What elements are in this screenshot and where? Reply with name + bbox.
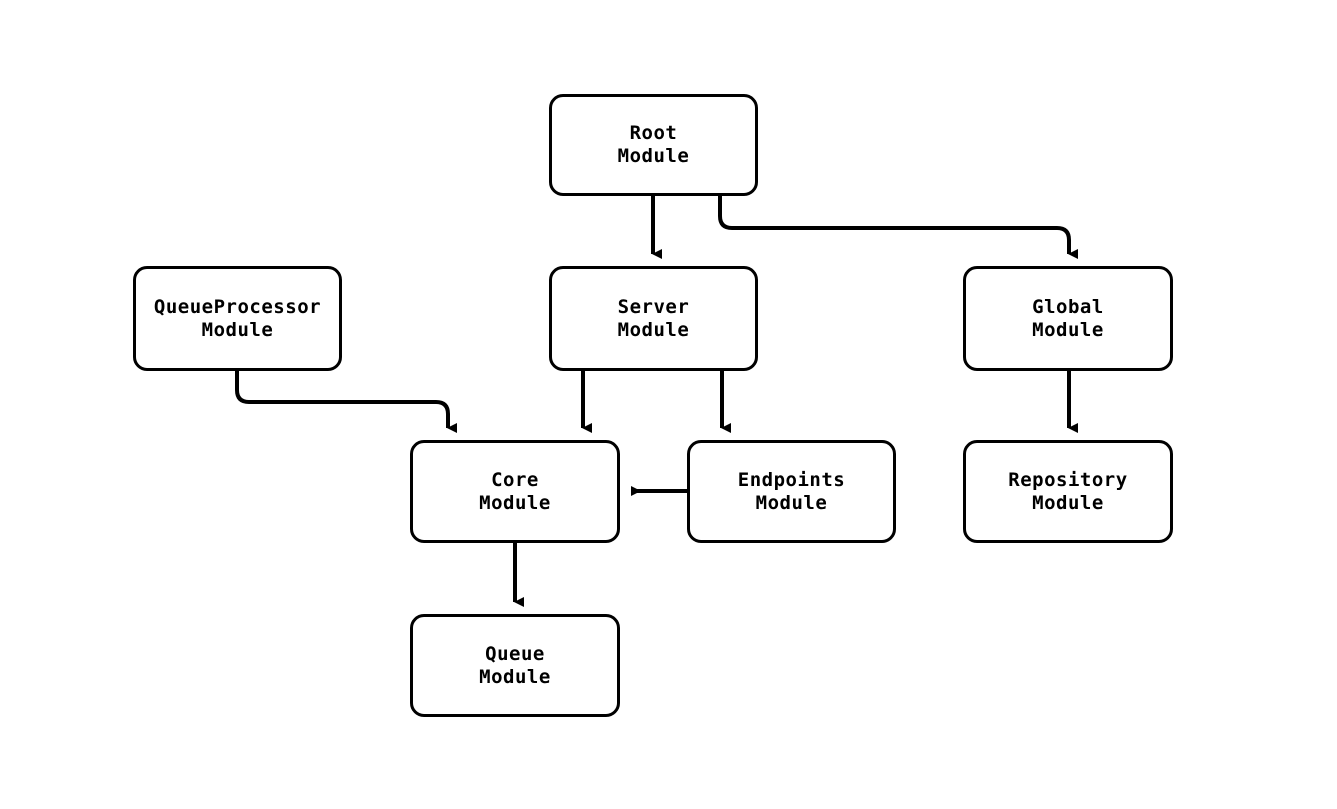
node-global-module[interactable]: Global Module bbox=[963, 266, 1173, 371]
node-core-module-suffix: Module bbox=[479, 491, 551, 514]
node-repository-module-suffix: Module bbox=[1032, 491, 1104, 514]
node-queueprocessor-module[interactable]: QueueProcessor Module bbox=[133, 266, 342, 371]
node-global-module-suffix: Module bbox=[1032, 318, 1104, 341]
edge-queueprocessor-to-core bbox=[235, 371, 457, 433]
node-queueprocessor-module-suffix: Module bbox=[201, 318, 274, 341]
node-queue-module-name: Queue bbox=[485, 642, 545, 665]
node-endpoints-module[interactable]: Endpoints Module bbox=[687, 440, 896, 543]
node-server-module-suffix: Module bbox=[617, 318, 690, 341]
node-global-module-name: Global bbox=[1032, 295, 1104, 318]
node-queue-module-suffix: Module bbox=[479, 665, 551, 688]
node-repository-module-name: Repository bbox=[1008, 468, 1128, 491]
node-core-module-name: Core bbox=[491, 468, 539, 491]
node-root-module-suffix: Module bbox=[617, 145, 690, 167]
node-queueprocessor-module-name: QueueProcessor bbox=[153, 295, 322, 318]
node-root-module-name: Root bbox=[629, 122, 678, 144]
node-repository-module[interactable]: Repository Module bbox=[963, 440, 1173, 543]
node-root-module[interactable]: Root Module bbox=[549, 94, 758, 196]
node-server-module-name: Server bbox=[617, 295, 690, 318]
edge-root-to-global bbox=[718, 196, 1078, 259]
node-endpoints-module-suffix: Module bbox=[755, 491, 828, 514]
node-server-module[interactable]: Server Module bbox=[549, 266, 758, 371]
node-core-module[interactable]: Core Module bbox=[410, 440, 620, 543]
node-queue-module[interactable]: Queue Module bbox=[410, 614, 620, 717]
node-endpoints-module-name: Endpoints bbox=[737, 468, 846, 491]
